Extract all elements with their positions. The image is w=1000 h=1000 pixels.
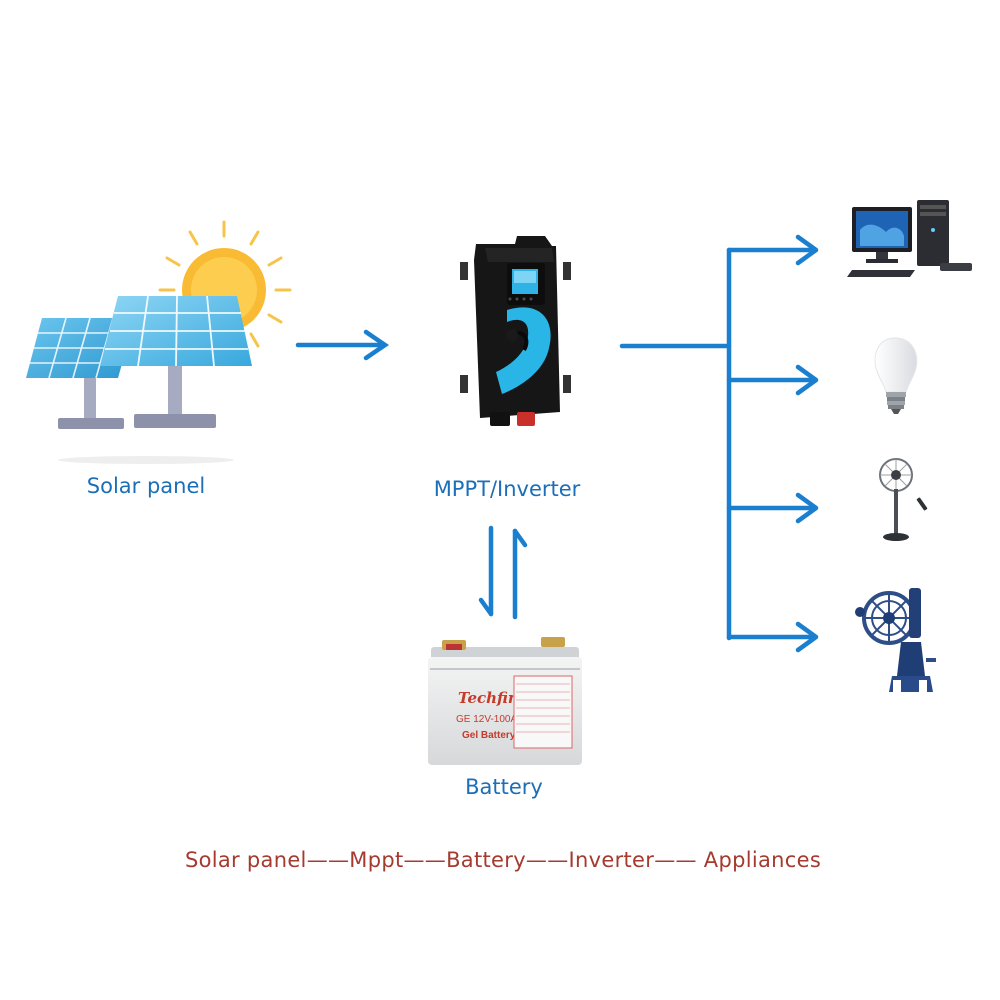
arrow-solar-to-inverter — [295, 329, 389, 361]
solar-panel-label: Solar panel — [86, 474, 206, 498]
battery-type: Gel Battery — [462, 730, 516, 741]
mppt-inverter-label: MPPT/Inverter — [433, 477, 581, 501]
front-solar-panel — [100, 295, 252, 428]
hvac-fan-icon — [855, 588, 936, 692]
battery-label: Battery — [465, 775, 543, 799]
computer-icon — [847, 200, 972, 277]
battery-brand: Techfine — [458, 689, 528, 707]
mppt-inverter-illustration — [460, 236, 571, 426]
solar-panel-illustration — [26, 220, 292, 464]
light-bulb-icon — [874, 337, 918, 414]
bidirectional-arrows — [478, 525, 528, 620]
battery-illustration: Techfine GE 12V-100AH Gel Battery — [428, 637, 582, 765]
battery-model: GE 12V-100AH — [456, 714, 524, 725]
distribution-arrows — [619, 234, 819, 653]
flow-caption: Solar panel——Mppt——Battery——Inverter—— A… — [184, 848, 822, 872]
standing-fan-icon — [879, 458, 928, 541]
